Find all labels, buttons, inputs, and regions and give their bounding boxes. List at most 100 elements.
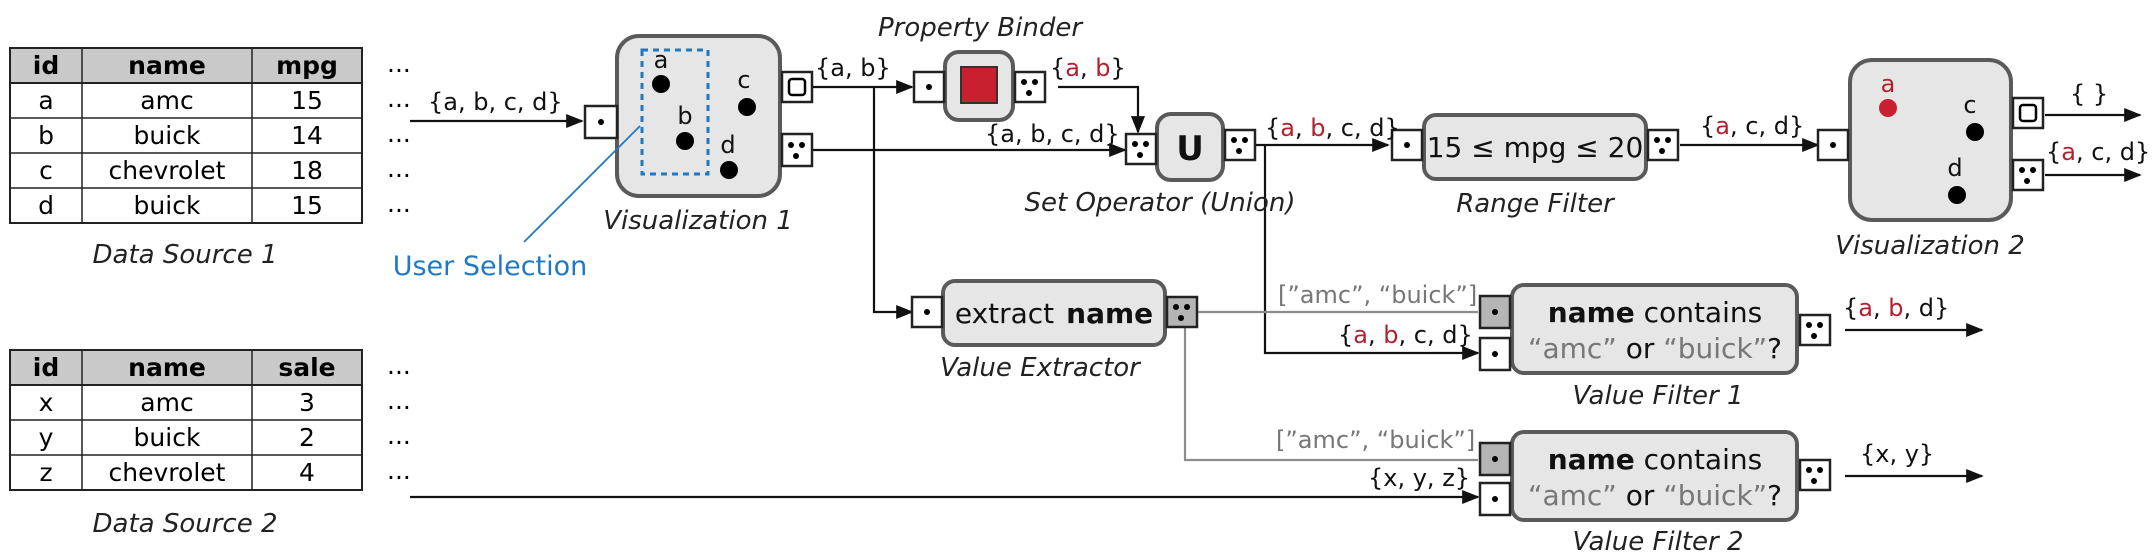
value-filter-2-line1: name contains [1548, 443, 1762, 476]
point-label: d [720, 131, 735, 159]
edge-label: {a, b, d} [1843, 294, 1949, 322]
edge-label: [”amc”, “buick”] [1276, 426, 1475, 454]
connection-wires [410, 79, 2142, 505]
table-cell: x [39, 388, 54, 417]
row-ellipsis: ... [387, 84, 411, 113]
edge-label: {x, y} [1860, 440, 1934, 468]
edge-label: {a, b, c, d} [1265, 114, 1400, 142]
table-cell: y [39, 423, 54, 452]
table-cell: z [39, 458, 52, 487]
wire-viz1-extractor [872, 87, 914, 320]
column-header: name [128, 353, 206, 382]
column-header: id [33, 353, 59, 382]
scatter-point[interactable] [652, 75, 670, 93]
row-ellipsis: ... [387, 119, 411, 148]
range-filter-node[interactable]: 15 ≤ mpg ≤ 20 [1390, 113, 1680, 181]
selection-output-port[interactable] [780, 70, 814, 104]
column-header: id [33, 51, 59, 80]
property-binder-caption: Property Binder [878, 13, 1084, 43]
point-label: a [654, 46, 669, 74]
output-port[interactable] [1798, 313, 1832, 347]
color-swatch [960, 66, 998, 104]
table-frame [9, 47, 363, 224]
data-source-2-table: id name sale x amc 3 y buick 2 z chevrol… [9, 349, 411, 491]
point-label: c [737, 66, 750, 94]
value-extractor-caption: Value Extractor [940, 353, 1142, 383]
edge-label: {a, b, c, d} [428, 88, 563, 116]
range-filter-expression: 15 ≤ mpg ≤ 20 [1427, 131, 1644, 164]
set-operator-node[interactable]: U [1124, 112, 1257, 182]
table-cell: 2 [299, 423, 315, 452]
column-header: sale [278, 353, 335, 382]
edge-label: {a, b} [1050, 54, 1126, 82]
visualization-1-caption: Visualization 1 [603, 206, 793, 236]
row-ellipsis: ... [387, 421, 411, 450]
visualization-2-caption: Visualization 2 [1835, 231, 2025, 261]
visualization-1-node[interactable]: a b c d [583, 34, 814, 198]
table-cell: amc [140, 388, 193, 417]
union-symbol: U [1176, 129, 1204, 169]
scatter-point-highlighted[interactable] [1879, 99, 1897, 117]
user-selection-leader [523, 125, 641, 243]
set-operator-caption: Set Operator (Union) [1024, 188, 1295, 218]
output-port[interactable] [1013, 70, 1047, 104]
row-ellipsis: ... [387, 49, 411, 78]
edge-label: {a, b, c, d} [985, 120, 1120, 148]
output-port[interactable] [1646, 128, 1680, 162]
property-binder-node[interactable] [912, 50, 1047, 122]
wire-binder-union [1058, 85, 1146, 134]
input-port[interactable] [583, 104, 619, 140]
visualization-2-node[interactable]: a c d [1816, 58, 2045, 222]
edge-label: {a, c, d} [1700, 112, 1804, 140]
table-cell: amc [140, 86, 193, 115]
all-output-port[interactable] [780, 132, 814, 168]
value-filter-1-node[interactable]: name contains “amc” or “buick”? [1478, 283, 1832, 375]
row-ellipsis: ... [387, 386, 411, 415]
user-selection-label: User Selection [393, 251, 588, 282]
output-port[interactable] [1798, 458, 1832, 492]
row-ellipsis: ... [387, 189, 411, 218]
output-port[interactable] [1165, 295, 1199, 329]
table-cell: 18 [291, 156, 323, 185]
value-filter-2-caption: Value Filter 2 [1572, 527, 1743, 557]
data-source-1-table: id name mpg a amc 15 b buick 14 c chevro… [9, 47, 411, 224]
scatter-point[interactable] [1948, 186, 1966, 204]
point-label: d [1947, 154, 1962, 182]
table-cell: 15 [291, 191, 323, 220]
scatter-point[interactable] [676, 132, 694, 150]
selection-output-port[interactable] [2011, 96, 2045, 130]
user-selection-brush[interactable] [640, 48, 710, 176]
wire-union-vf1 [1263, 145, 1480, 361]
table-cell: d [38, 191, 54, 220]
all-output-port[interactable] [2011, 158, 2045, 192]
table-cell: chevrolet [109, 458, 226, 487]
column-header: name [128, 51, 206, 80]
input-port[interactable] [1390, 128, 1424, 162]
edge-label: [”amc”, “buick”] [1278, 281, 1477, 309]
output-port[interactable] [1223, 128, 1257, 162]
table-cell: 14 [291, 121, 323, 150]
point-label: c [1963, 91, 1976, 119]
data-source-1-caption: Data Source 1 [92, 240, 277, 270]
scatter-point[interactable] [720, 161, 738, 179]
column-header: mpg [276, 51, 338, 80]
row-ellipsis: ... [387, 456, 411, 485]
table-cell: buick [134, 191, 201, 220]
scatter-point[interactable] [1966, 123, 1984, 141]
value-filter-1-line2: “amc” or “buick”? [1528, 332, 1782, 365]
table-cell: a [38, 86, 53, 115]
value-filter-2-node[interactable]: name contains “amc” or “buick”? [1478, 430, 1832, 522]
input-port[interactable] [1124, 132, 1158, 166]
table-cell: 4 [299, 458, 315, 487]
scatter-point[interactable] [738, 98, 756, 116]
table-cell: 3 [299, 388, 315, 417]
edge-label: { } [2070, 80, 2108, 108]
value-filter-2-line2: “amc” or “buick”? [1528, 479, 1782, 512]
wire-extractor-vf2 [1183, 325, 1478, 462]
table-cell: buick [134, 423, 201, 452]
range-filter-caption: Range Filter [1456, 189, 1616, 219]
edge-label: {x, y, z} [1368, 464, 1470, 492]
